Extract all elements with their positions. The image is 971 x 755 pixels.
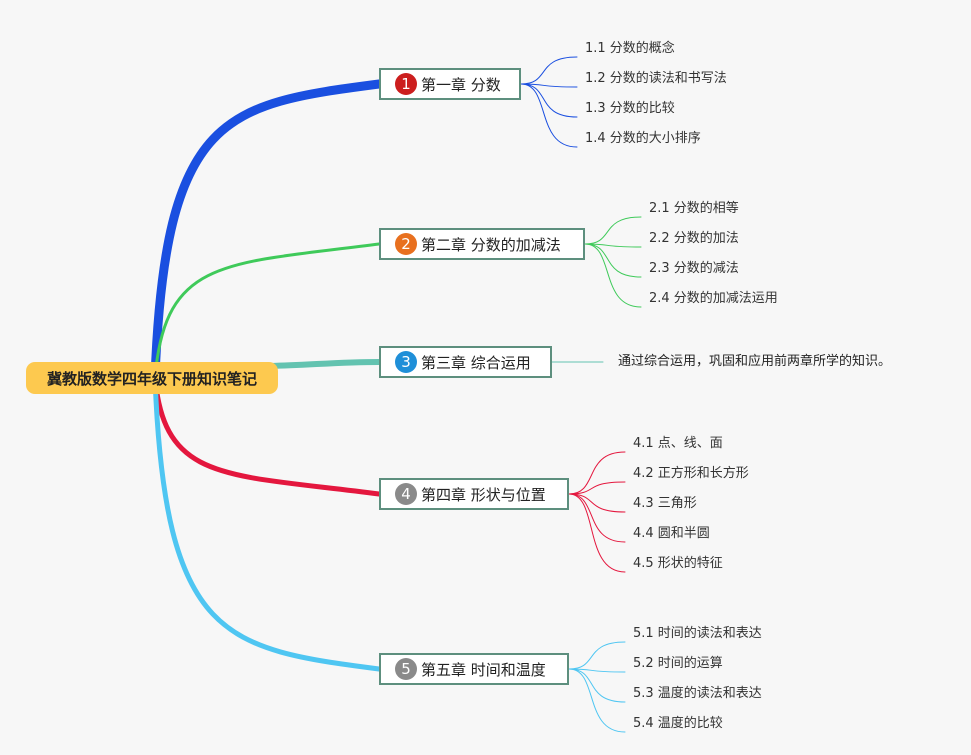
chapter-4-leaf-connector [568, 493, 626, 573]
chapter-2-item[interactable]: 2.3 分数的减法 [649, 261, 739, 276]
chapter-4-leaf-connector [568, 493, 626, 513]
chapter-4-item[interactable]: 4.1 点、线、面 [633, 436, 723, 451]
chapter-5-leaf-connector [568, 668, 626, 673]
chapter-3-title: 第三章 综合运用 [421, 353, 531, 372]
chapter-1-item[interactable]: 1.4 分数的大小排序 [585, 131, 701, 146]
chapter-2-item[interactable]: 2.1 分数的相等 [649, 201, 739, 216]
branch-line-4 [152, 375, 382, 497]
chapter-1-item[interactable]: 1.1 分数的概念 [585, 41, 675, 56]
chapter-4-leaf-connector [568, 493, 626, 543]
chapter-4-title: 第四章 形状与位置 [421, 485, 546, 504]
chapter-5-leaf-connector [568, 668, 626, 703]
chapter-4-item[interactable]: 4.4 圆和半圆 [633, 526, 710, 541]
chapter-1-item[interactable]: 1.2 分数的读法和书写法 [585, 71, 727, 86]
chapter-1-leaf-connector [520, 83, 578, 118]
chapter-2-leaf-connector [584, 216, 642, 245]
chapter-5-item[interactable]: 5.4 温度的比较 [633, 716, 723, 731]
root-topic[interactable]: 冀教版数学四年级下册知识笔记 [26, 362, 278, 394]
chapter-1-title: 第一章 分数 [421, 75, 501, 94]
chapter-2-leaf-connector [584, 243, 642, 248]
branch-line-5 [152, 375, 382, 672]
chapter-2-number-badge: 2 [395, 233, 417, 255]
chapter-1-item[interactable]: 1.3 分数的比较 [585, 101, 675, 116]
branch-line-3 [267, 359, 382, 369]
chapter-2-item[interactable]: 2.4 分数的加减法运用 [649, 291, 778, 306]
branch-line-1 [150, 79, 384, 383]
chapter-2-leaf-connector [584, 243, 642, 278]
chapter-5-number-badge: 5 [395, 658, 417, 680]
chapter-2-title: 第二章 分数的加减法 [421, 235, 561, 254]
chapter-3-description[interactable]: 通过综合运用，巩固和应用前两章所学的知识。 [618, 354, 892, 369]
chapter-5-item[interactable]: 5.3 温度的读法和表达 [633, 686, 762, 701]
chapter-1-number-badge: 1 [395, 73, 417, 95]
chapter-4-item[interactable]: 4.2 正方形和长方形 [633, 466, 749, 481]
chapter-2-item[interactable]: 2.2 分数的加法 [649, 231, 739, 246]
chapter-5-item[interactable]: 5.1 时间的读法和表达 [633, 626, 762, 641]
chapter-1-leaf-connector [520, 56, 578, 85]
chapter-3-number-badge: 3 [395, 351, 417, 373]
chapter-5-leaf-connector [568, 641, 626, 670]
chapter-4-item[interactable]: 4.5 形状的特征 [633, 556, 723, 571]
chapter-5-leaf-connector [568, 668, 626, 733]
chapter-2-leaf-connector [584, 243, 642, 308]
chapter-4-leaf-connector [568, 451, 626, 495]
chapter-1-leaf-connector [520, 83, 578, 148]
chapter-1-leaf-connector [520, 83, 578, 88]
chapter-5-item[interactable]: 5.2 时间的运算 [633, 656, 723, 671]
branch-line-2 [153, 242, 381, 380]
chapter-4-number-badge: 4 [395, 483, 417, 505]
chapter-5-title: 第五章 时间和温度 [421, 660, 546, 679]
chapter-4-item[interactable]: 4.3 三角形 [633, 496, 697, 511]
root-title: 冀教版数学四年级下册知识笔记 [46, 369, 257, 388]
chapter-4-leaf-connector [568, 481, 626, 495]
